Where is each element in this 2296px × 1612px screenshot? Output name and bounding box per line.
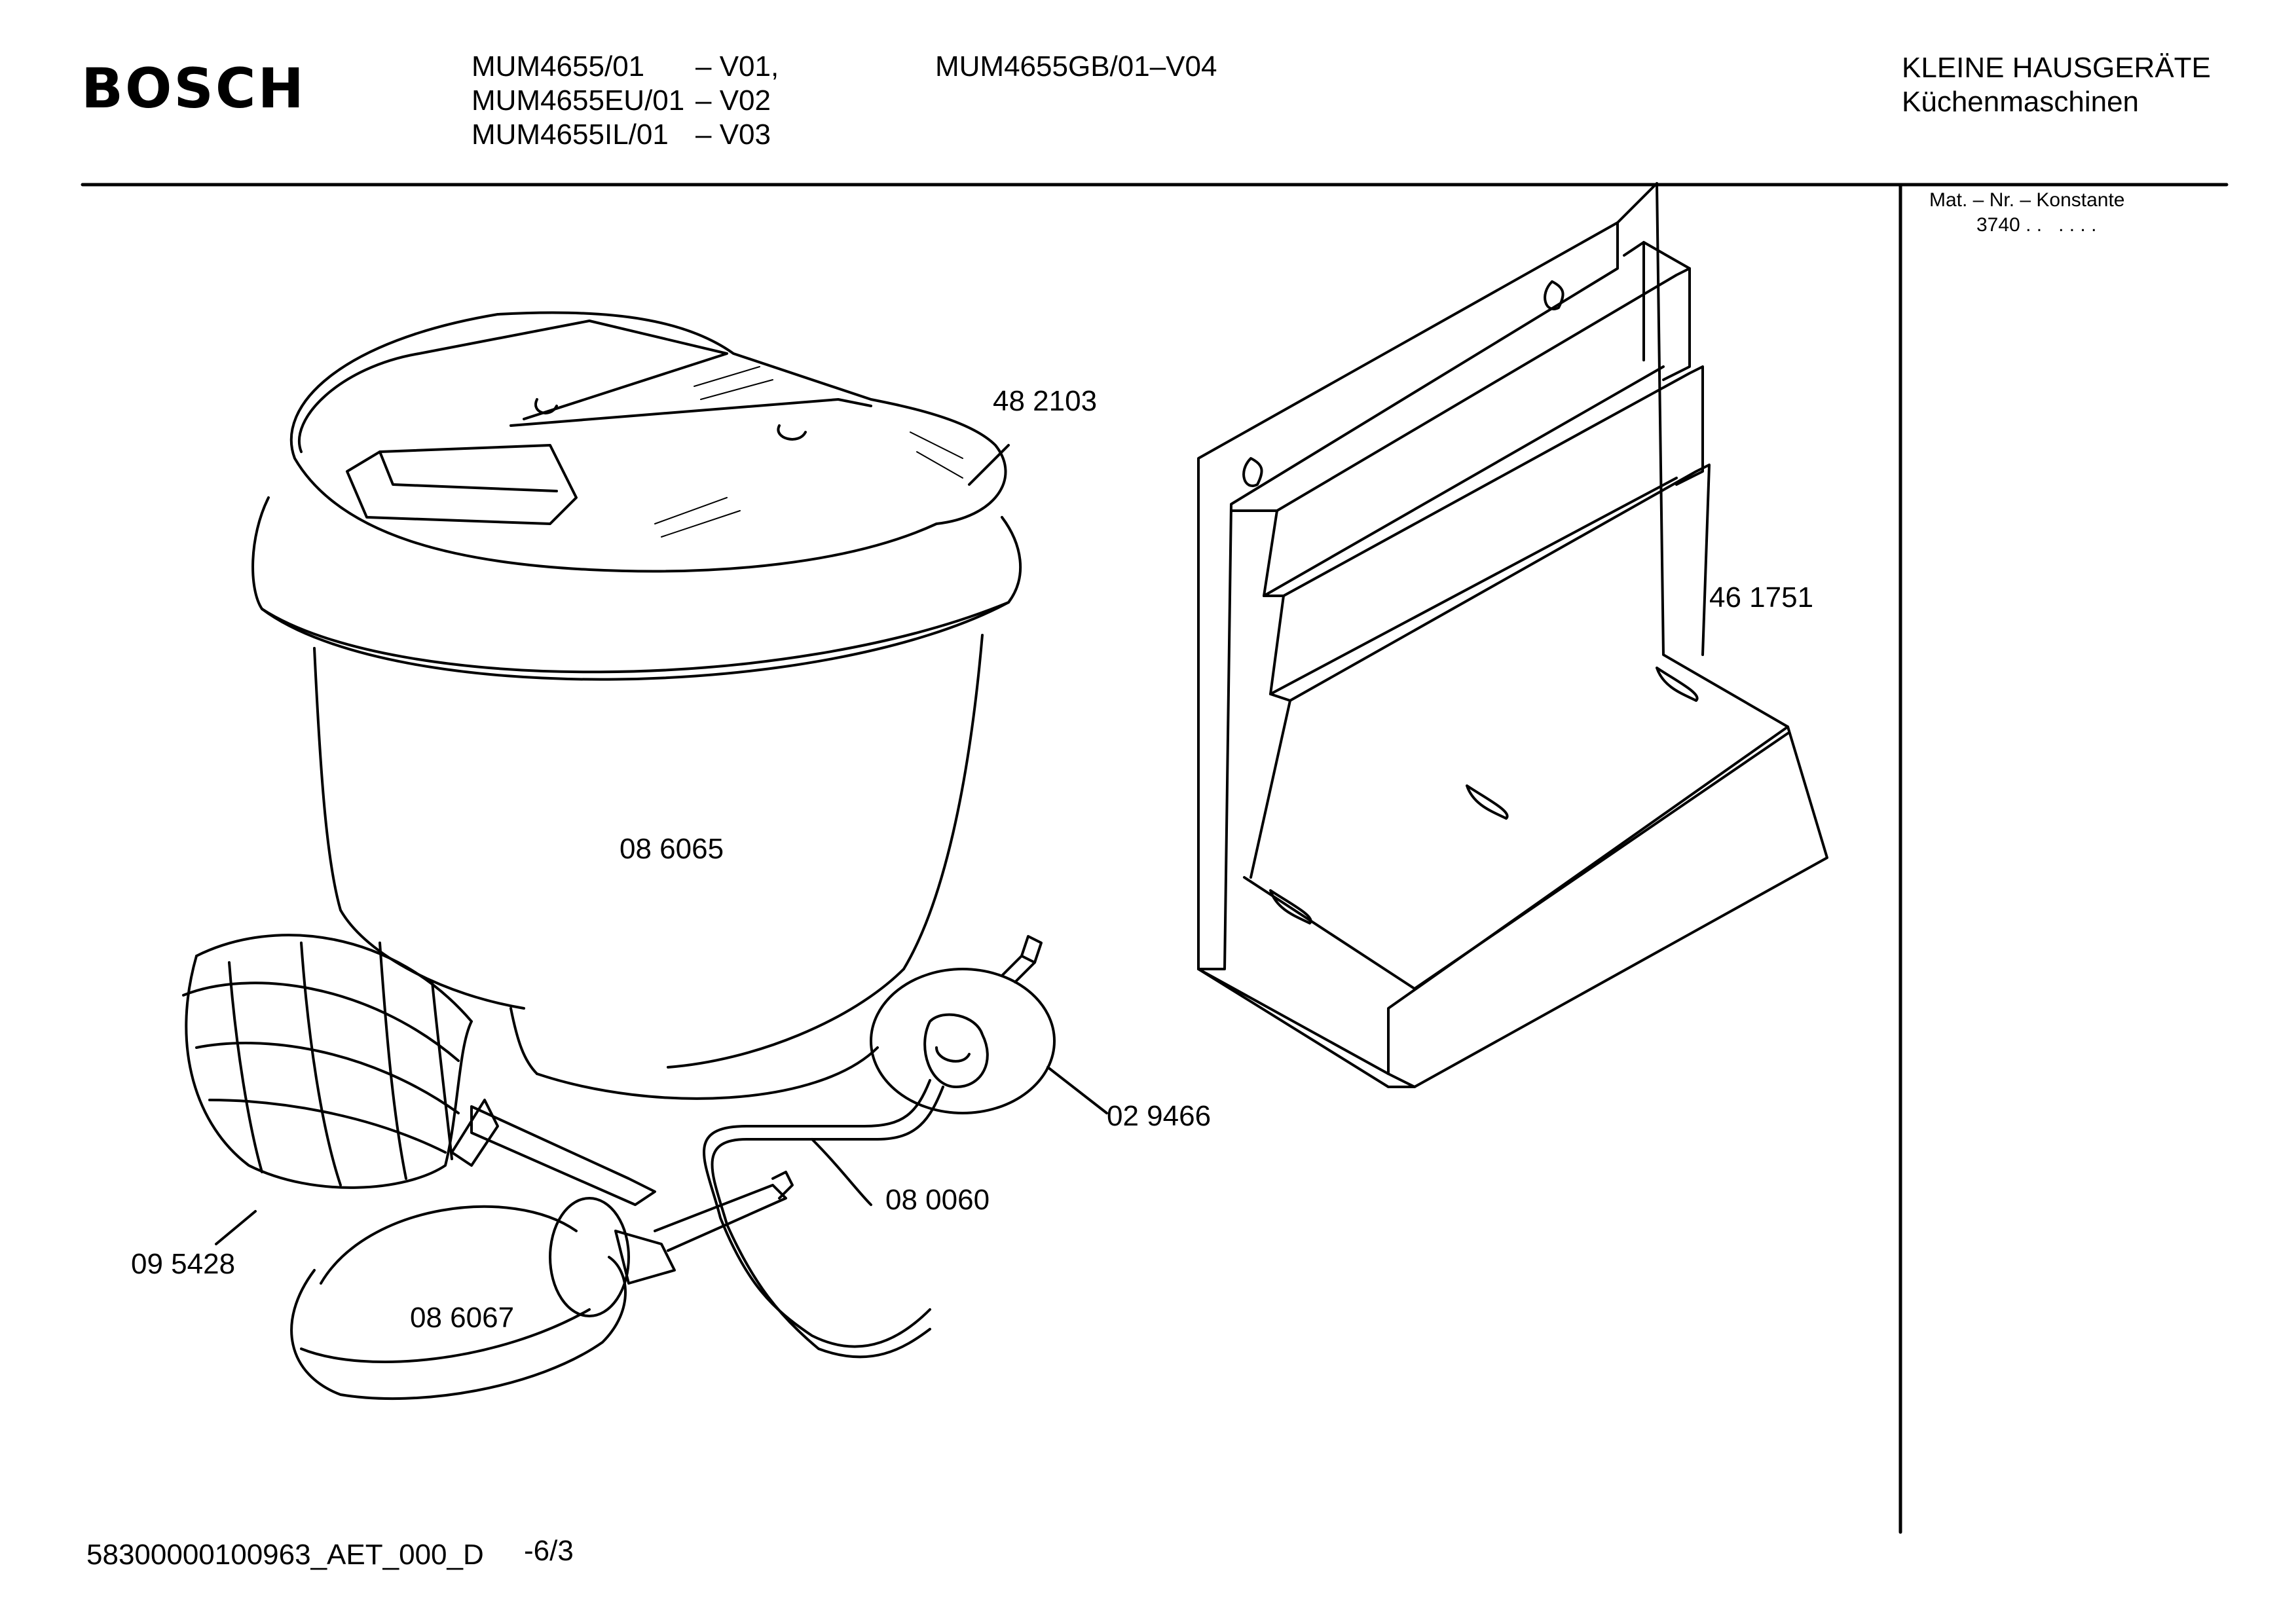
callout-kneading-hook: 08 6067 <box>410 1302 515 1334</box>
model-3: MUM4655IL/01 <box>472 119 669 151</box>
document-id: 58300000100963_AET_000_D <box>86 1539 484 1571</box>
callout-cable: 08 0060 <box>885 1184 990 1216</box>
brand-logo: BOSCH <box>81 56 306 120</box>
model-2: MUM4655EU/01 <box>472 84 685 117</box>
mat-nr-label: Mat. – Nr. – Konstante <box>1929 189 2125 211</box>
callout-wall-holder: 46 1751 <box>1709 581 1814 614</box>
drive-unit-part <box>747 936 1054 1139</box>
kneading-hook-part <box>291 1172 792 1399</box>
bowl-lid-part <box>291 313 1006 572</box>
callout-lid: 48 2103 <box>993 385 1098 417</box>
model-extra: MUM4655GB/01–V04 <box>935 50 1217 82</box>
version-1: – V01, <box>695 50 779 82</box>
callout-whisk: 09 5428 <box>131 1248 236 1280</box>
whisk-part <box>183 935 655 1205</box>
model-1: MUM4655/01 <box>472 50 645 82</box>
callout-bowl: 08 6065 <box>620 833 724 865</box>
product-category: KLEINE HAUSGERÄTE Küchenmaschinen <box>1902 51 2211 119</box>
version-3: – V03 <box>695 119 771 151</box>
category-subtitle: Küchenmaschinen <box>1902 86 2139 118</box>
page-number: -6/3 <box>524 1535 574 1567</box>
mixing-bowl-part <box>253 498 1020 1099</box>
mat-nr-value: 3740 . . . . . . <box>1976 214 2097 236</box>
category-title: KLEINE HAUSGERÄTE <box>1902 52 2211 84</box>
version-list: – V01, – V02 – V03 <box>695 50 779 152</box>
version-2: – V02 <box>695 84 771 117</box>
wall-holder-part <box>1198 183 1827 1087</box>
callout-leaders <box>216 445 1107 1244</box>
model-list: MUM4655/01 MUM4655EU/01 MUM4655IL/01 <box>472 50 684 152</box>
power-cable-part <box>704 1126 930 1357</box>
callout-drive-unit: 02 9466 <box>1107 1100 1212 1132</box>
